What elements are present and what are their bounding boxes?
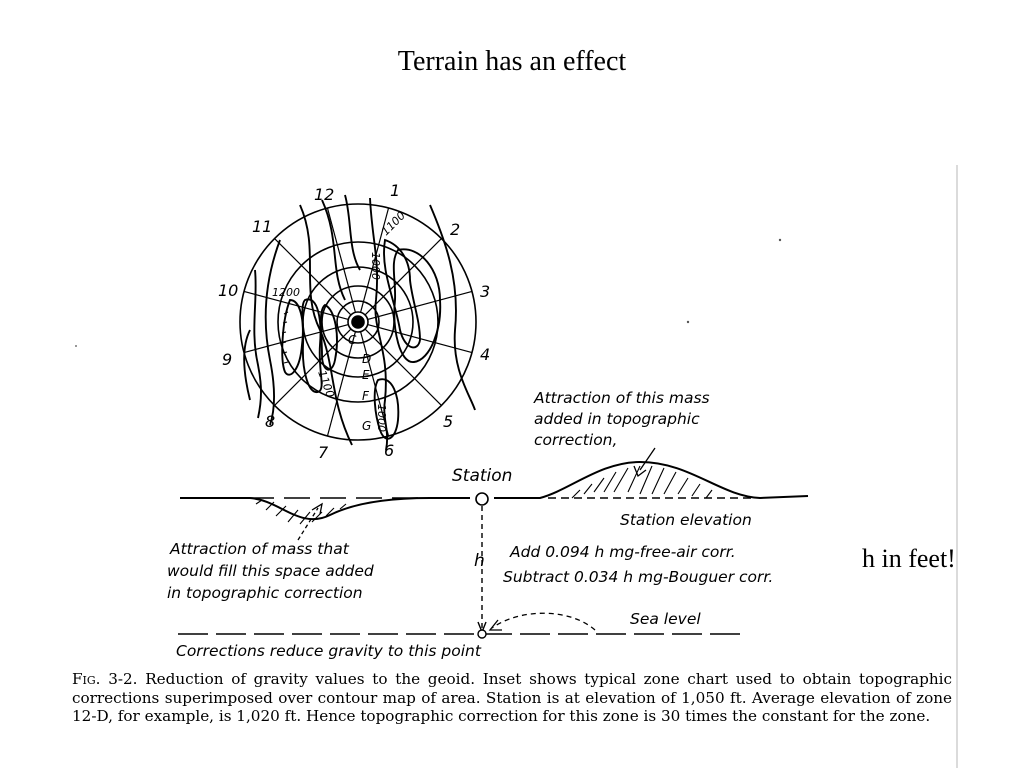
zone-ring-outer — [239, 203, 477, 441]
scan-speck — [75, 345, 77, 347]
zone-sector-line — [364, 328, 442, 406]
ring-label: G — [362, 419, 371, 433]
contour-line — [373, 378, 400, 440]
mass-note-line: correction, — [534, 431, 617, 449]
ground-surface — [180, 460, 809, 521]
sector-label: 12 — [314, 185, 334, 204]
ring-labels: C D E F G — [348, 333, 371, 433]
zone-sector-lines — [243, 207, 473, 437]
sector-label: 1 — [390, 181, 400, 200]
mass-pointer — [639, 447, 656, 471]
sector-label: 8 — [265, 412, 275, 431]
contour-line — [319, 303, 338, 371]
zone-sector-line — [274, 238, 352, 316]
contour-line — [429, 204, 476, 411]
ring-label: F — [362, 389, 370, 403]
station-elevation-label: Station elevation — [620, 511, 752, 529]
sector-label: 11 — [252, 217, 272, 236]
contour-label: 1200 — [272, 286, 300, 299]
sector-label: 4 — [480, 345, 490, 364]
ring-label: C — [348, 333, 357, 347]
contour-line — [344, 194, 361, 271]
contour-lines — [243, 194, 476, 451]
mass-pointer-head — [633, 465, 647, 478]
fill-pointer — [297, 507, 319, 541]
profile-section — [178, 447, 809, 639]
hill-hachures — [571, 465, 713, 499]
station-label: Station — [452, 466, 512, 486]
sector-labels: 12 1 2 3 4 5 6 7 8 9 10 11 — [218, 181, 490, 462]
reduce-note: Corrections reduce gravity to this point — [176, 642, 482, 660]
sector-label: 10 — [218, 281, 238, 300]
sector-label: 5 — [443, 412, 453, 431]
depression-hachures — [255, 499, 347, 525]
caption-lead: Fig. 3-2. — [72, 670, 138, 688]
contour-labels: 1100 1000 1200 1100 1000 — [272, 209, 408, 432]
slide-title: Terrain has an effect — [397, 46, 627, 77]
sea-level-label: Sea level — [630, 610, 701, 628]
fill-note-line: in topographic correction — [167, 584, 363, 602]
zone-sector-line — [360, 207, 390, 313]
contour-label: 1000 — [375, 404, 388, 432]
sector-label: 2 — [450, 220, 460, 239]
contour-line — [383, 238, 421, 349]
scan-speck — [686, 320, 690, 324]
zone-sector-line — [274, 328, 352, 406]
zone-sector-line — [243, 290, 349, 320]
sea-level-point — [477, 629, 487, 639]
contour-line — [281, 299, 304, 376]
contour-label: 1000 — [369, 252, 382, 280]
hachure — [281, 311, 289, 364]
mass-note-line: Attraction of this mass — [533, 389, 710, 407]
hachure-marks — [281, 311, 289, 364]
ring-label: D — [362, 352, 371, 366]
station-marker — [475, 492, 489, 506]
zone-ring — [347, 311, 369, 333]
contour-line — [392, 248, 442, 363]
sector-label: 7 — [318, 443, 329, 462]
zone-sector-line — [243, 324, 349, 354]
add-correction-line: Add 0.094 h mg-free-air corr. — [509, 543, 736, 561]
scan-speck — [778, 238, 782, 242]
zone-sector-line — [360, 331, 390, 437]
station-center-dot — [351, 315, 365, 329]
contour-line — [253, 269, 262, 419]
contour-line — [301, 298, 323, 393]
zone-sector-line — [364, 238, 442, 316]
reduction-arrow — [491, 612, 596, 631]
zone-sector-line — [326, 207, 356, 313]
figure-caption: Fig. 3-2. Reduction of gravity values to… — [72, 670, 952, 726]
zone-ring — [336, 300, 380, 344]
subtract-correction-line: Subtract 0.034 h mg-Bouguer corr. — [503, 568, 773, 586]
reduction-arrow-head — [488, 619, 502, 631]
ring-label: E — [362, 368, 370, 382]
contour-line — [321, 199, 346, 301]
zone-sector-line — [326, 331, 356, 437]
profile-labels: Station Attraction of this mass added in… — [167, 389, 773, 660]
side-note: h in feet! — [862, 544, 956, 573]
contour-label: 1100 — [315, 369, 337, 400]
contour-line — [369, 197, 389, 451]
contour-line — [243, 329, 251, 401]
mass-note-line: added in topographic — [534, 410, 700, 428]
caption-text: Reduction of gravity values to the geoid… — [72, 670, 952, 725]
sector-label: 3 — [480, 282, 490, 301]
fill-note-line: would fill this space added — [167, 562, 374, 580]
contour-line — [264, 239, 281, 426]
contour-line — [299, 204, 353, 446]
sector-label: 6 — [384, 441, 394, 460]
fill-note-line: Attraction of mass that — [169, 540, 350, 558]
sector-label: 9 — [222, 350, 232, 369]
zone-ring — [277, 241, 439, 403]
fill-pointer-head — [311, 502, 323, 515]
zone-chart — [239, 194, 477, 451]
h-label: h — [474, 551, 485, 571]
